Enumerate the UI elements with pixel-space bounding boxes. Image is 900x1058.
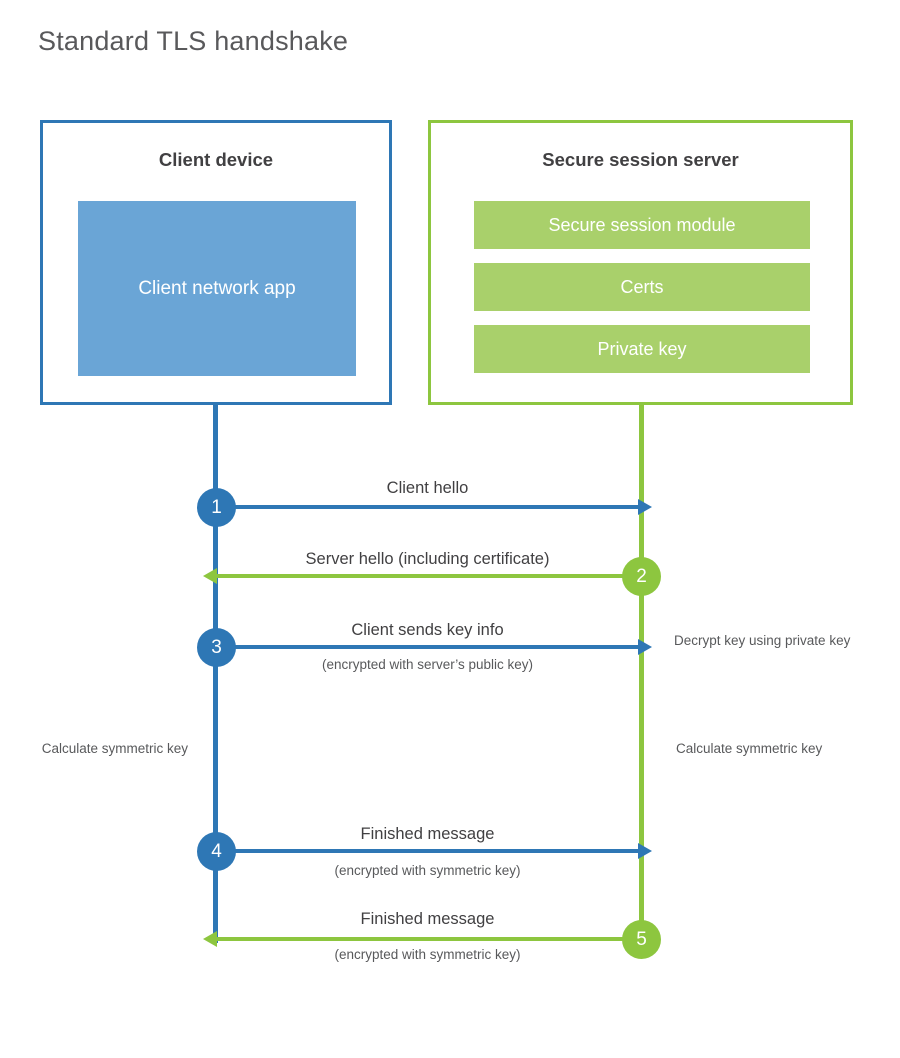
step-circle-5: 5 bbox=[622, 920, 661, 959]
server-lifeline bbox=[639, 405, 644, 939]
arrow-step-3 bbox=[216, 639, 652, 655]
arrow-step-4 bbox=[216, 843, 652, 859]
arrowhead-left-icon bbox=[203, 931, 217, 947]
label-step-1: Client hello bbox=[386, 479, 469, 497]
secure-session-server-box: Secure session server Secure session mod… bbox=[428, 120, 853, 405]
annotation-server-decrypt: Decrypt key using private key bbox=[674, 633, 851, 648]
label-step-5: Finished message bbox=[360, 910, 495, 928]
server-block-private-key: Private key bbox=[474, 325, 810, 373]
client-network-app-block: Client network app bbox=[78, 201, 356, 376]
page-title: Standard TLS handshake bbox=[38, 26, 349, 56]
server-block-certs: Certs bbox=[474, 263, 810, 311]
annotation-server-calculate: Calculate symmetric key bbox=[676, 741, 823, 756]
arrowhead-right-icon bbox=[638, 843, 652, 859]
arrow-step-5 bbox=[203, 931, 639, 947]
secure-session-server-title: Secure session server bbox=[542, 149, 739, 170]
arrowhead-left-icon bbox=[203, 568, 217, 584]
server-block-secure-session-module: Secure session module bbox=[474, 201, 810, 249]
server-component-list: Secure session module Certs Private key bbox=[474, 201, 810, 373]
client-device-title: Client device bbox=[158, 149, 274, 170]
label-step-3: Client sends key info bbox=[351, 621, 504, 639]
step-circle-2: 2 bbox=[622, 557, 661, 596]
annotation-client-calculate: Calculate symmetric key bbox=[41, 741, 188, 756]
arrow-step-2 bbox=[203, 568, 639, 584]
label-step-4: Finished message bbox=[360, 825, 495, 843]
arrow-step-1 bbox=[216, 499, 652, 515]
sublabel-step-5: (encrypted with symmetric key) bbox=[334, 947, 521, 962]
step-circle-3: 3 bbox=[197, 628, 236, 667]
arrowhead-right-icon bbox=[638, 499, 652, 515]
sublabel-step-3: (encrypted with server’s public key) bbox=[321, 657, 534, 672]
step-circle-4: 4 bbox=[197, 832, 236, 871]
client-lifeline bbox=[213, 405, 218, 943]
label-step-2: Server hello (including certificate) bbox=[305, 550, 550, 568]
sublabel-step-4: (encrypted with symmetric key) bbox=[334, 863, 521, 878]
arrowhead-right-icon bbox=[638, 639, 652, 655]
step-circle-1: 1 bbox=[197, 488, 236, 527]
client-device-box: Client device Client network app bbox=[40, 120, 392, 405]
